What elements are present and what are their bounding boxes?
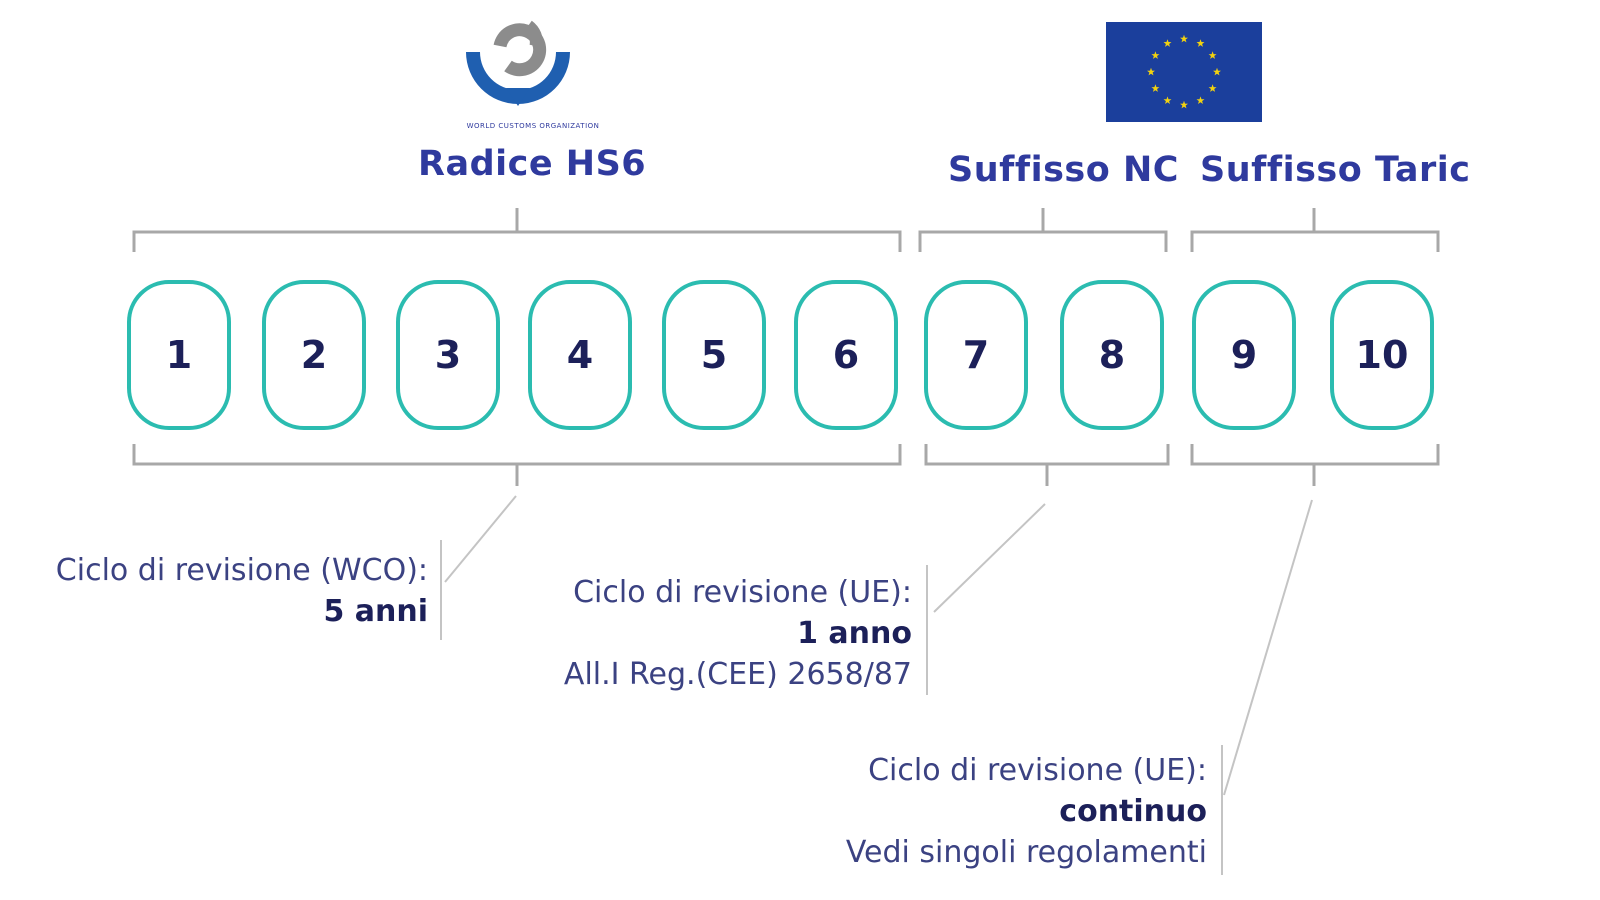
digit-box-9: 9: [1192, 280, 1296, 430]
digit-box-4: 4: [528, 280, 632, 430]
eu-flag-icon: [1106, 22, 1262, 122]
connector-wco: [444, 495, 517, 583]
eu-star-icon: [1180, 100, 1188, 109]
digit-box-5: 5: [662, 280, 766, 430]
digit-box-1: 1: [127, 280, 231, 430]
bottom-bracket-hs6: [132, 444, 902, 486]
group-label-hs6: Radice HS6: [418, 144, 647, 184]
eu-star-icon: [1151, 51, 1160, 59]
eu-star-icon: [1208, 84, 1217, 92]
digit-box-10: 10: [1330, 280, 1434, 430]
note-taric-line2: continuo: [1059, 794, 1207, 829]
top-bracket-nc: [918, 208, 1168, 252]
connector-taric: [1223, 499, 1313, 796]
note-wco-line1: Ciclo di revisione (WCO):: [55, 553, 428, 588]
note-taric-line1: Ciclo di revisione (UE):: [868, 753, 1207, 788]
top-bracket-hs6: [132, 208, 902, 252]
digit-box-6: 6: [794, 280, 898, 430]
connector-nc: [933, 503, 1046, 613]
note-nc-line1: Ciclo di revisione (UE):: [573, 575, 912, 610]
note-wco: Ciclo di revisione (WCO): 5 anni: [56, 550, 428, 632]
eu-star-icon: [1163, 39, 1172, 47]
eu-star-icon: [1196, 39, 1205, 47]
group-label-nc: Suffisso NC: [948, 150, 1179, 190]
bottom-bracket-nc: [924, 444, 1170, 486]
note-taric: Ciclo di revisione (UE): continuo Vedi s…: [846, 750, 1207, 873]
digit-box-3: 3: [396, 280, 500, 430]
note-nc-line3: All.I Reg.(CEE) 2658/87: [563, 657, 912, 692]
digit-box-7: 7: [924, 280, 1028, 430]
top-bracket-taric: [1190, 208, 1440, 252]
note-wco-line2: 5 anni: [323, 594, 428, 629]
eu-star-icon: [1151, 84, 1160, 92]
digit-box-2: 2: [262, 280, 366, 430]
eu-star-icon: [1196, 96, 1205, 104]
eu-star-icon: [1213, 67, 1221, 76]
note-nc: Ciclo di revisione (UE): 1 anno All.I Re…: [564, 572, 912, 695]
note-nc-line2: 1 anno: [797, 616, 912, 651]
note-taric-line3: Vedi singoli regolamenti: [845, 835, 1207, 870]
digit-box-8: 8: [1060, 280, 1164, 430]
eu-star-icon: [1147, 67, 1155, 76]
eu-star-icon: [1208, 51, 1217, 59]
wco-logo-caption: WORLD CUSTOMS ORGANIZATION: [466, 122, 600, 130]
group-label-taric: Suffisso Taric: [1200, 150, 1471, 190]
eu-star-icon: [1163, 96, 1172, 104]
wco-logo-icon: [466, 20, 570, 106]
bottom-bracket-taric: [1190, 444, 1440, 486]
eu-star-icon: [1180, 34, 1188, 43]
